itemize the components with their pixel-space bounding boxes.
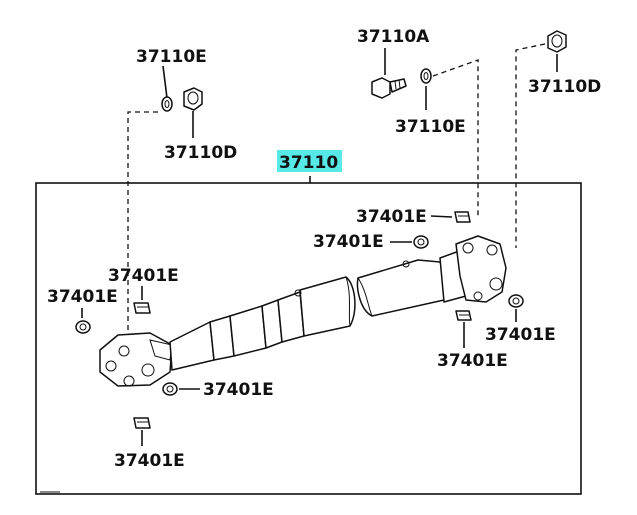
nut-top-left <box>183 87 203 111</box>
front-tube <box>229 305 267 357</box>
washer-top-middle <box>420 68 432 84</box>
clip-label-upper-2[interactable]: 37401E <box>313 232 384 252</box>
dashed-guide-left <box>127 111 158 335</box>
clip-leader-upper-1 <box>430 215 453 218</box>
clip-bottom-2 <box>133 417 151 429</box>
clip-label-upper-1[interactable]: 37401E <box>356 207 427 227</box>
clip-label-bottom-1[interactable]: 37401E <box>203 380 274 400</box>
clip-right-1 <box>508 294 524 308</box>
bolt-top <box>371 77 407 99</box>
clip-right-2 <box>455 310 472 321</box>
clip-bottom-1 <box>162 382 178 396</box>
main-tube-rear <box>356 259 447 317</box>
dashed-guide-right <box>515 43 546 248</box>
clip-label-left-1[interactable]: 37401E <box>108 266 179 286</box>
nut-top-right <box>547 30 567 53</box>
tube-break-right <box>357 277 373 317</box>
propeller-shaft <box>99 235 507 387</box>
clip-left-1 <box>133 302 151 314</box>
washer-top-left <box>161 96 173 112</box>
nut-label-top-left[interactable]: 37110D <box>164 143 237 163</box>
dashed-guide-middle <box>432 59 479 218</box>
clip-left-2 <box>75 320 91 334</box>
clip-upper-1 <box>454 211 471 223</box>
front-flange-yoke <box>99 332 173 387</box>
assembly-label-highlight <box>277 150 342 172</box>
clip-label-left-2[interactable]: 37401E <box>47 287 118 307</box>
clip-label-bottom-2[interactable]: 37401E <box>114 451 185 471</box>
clip-upper-2 <box>413 235 429 249</box>
nut-label-top-right[interactable]: 37110D <box>528 77 601 97</box>
front-yoke-neck <box>169 321 215 371</box>
washer-leader-top-left <box>162 65 168 99</box>
bolt-label-top[interactable]: 37110A <box>357 27 430 47</box>
assembly-box <box>35 182 582 495</box>
clip-label-right-2[interactable]: 37401E <box>437 351 508 371</box>
tube-break-left <box>345 276 351 327</box>
washer-label-top-middle[interactable]: 37110E <box>395 117 466 137</box>
washer-label-top-left[interactable]: 37110E <box>136 47 207 67</box>
clip-label-right-1[interactable]: 37401E <box>485 325 556 345</box>
main-tube-front <box>299 276 356 337</box>
rear-flange-yoke <box>455 235 507 303</box>
assembly-label[interactable]: 37110 <box>279 153 338 173</box>
